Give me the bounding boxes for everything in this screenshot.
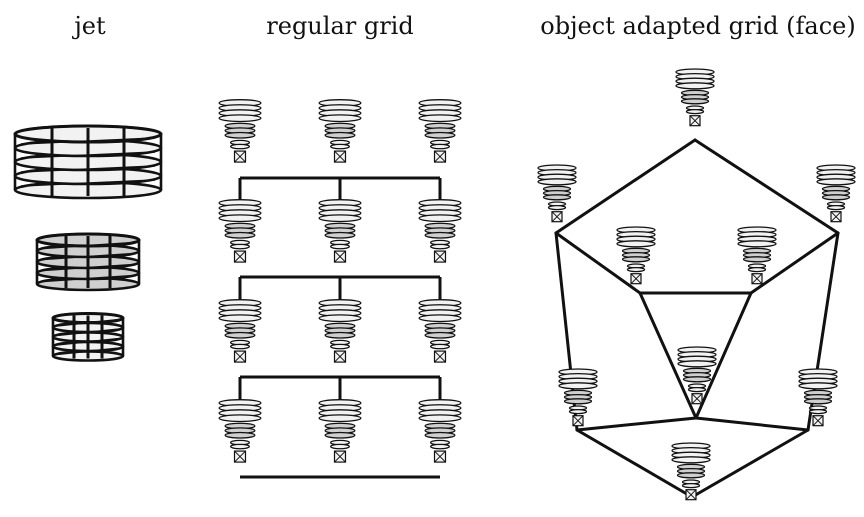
face-node-jet <box>671 442 711 501</box>
jet-level-3 <box>51 312 125 362</box>
regular-grid-title: regular grid <box>266 12 414 40</box>
face-node-jet <box>675 68 715 127</box>
grid-node-jet <box>418 299 462 363</box>
face-node-jet <box>798 368 838 427</box>
face-node-jet <box>816 164 856 223</box>
face-grid-edge <box>749 231 840 295</box>
jet-level-1 <box>13 124 163 200</box>
face-grid-edge <box>694 291 753 420</box>
object-adapted-grid-title: object adapted grid (face) <box>540 12 856 40</box>
grid-node-jet <box>418 99 462 163</box>
face-grid-edge <box>690 428 810 499</box>
grid-node-jet <box>318 199 362 263</box>
face-node-jet <box>558 368 598 427</box>
jet-level-2 <box>35 232 141 292</box>
grid-node-jet <box>318 99 362 163</box>
face-node-jet <box>537 164 577 223</box>
grid-node-jet <box>318 299 362 363</box>
jet-illustration <box>13 124 163 362</box>
face-grid-edge <box>575 428 694 499</box>
face-grid-edge <box>575 416 698 432</box>
grid-node-jet <box>218 199 262 263</box>
regular-grid-edges <box>238 176 442 479</box>
face-node-jet <box>677 346 717 405</box>
grid-node-jet <box>218 399 262 463</box>
face-grid-edge <box>638 291 698 420</box>
face-grid-edge <box>554 138 697 235</box>
face-node-jet <box>737 226 777 285</box>
adapted-grid-nodes <box>537 68 856 501</box>
face-node-jet <box>616 226 656 285</box>
grid-node-jet <box>418 199 462 263</box>
grid-node-jet <box>218 299 262 363</box>
regular-grid-nodes <box>218 99 462 463</box>
face-grid-edge <box>554 231 642 295</box>
face-grid-edge <box>693 138 840 235</box>
grid-node-jet <box>218 99 262 163</box>
grid-node-jet <box>318 399 362 463</box>
face-grid-edge <box>694 416 810 432</box>
jet-title: jet <box>74 12 106 40</box>
grid-node-jet <box>418 399 462 463</box>
